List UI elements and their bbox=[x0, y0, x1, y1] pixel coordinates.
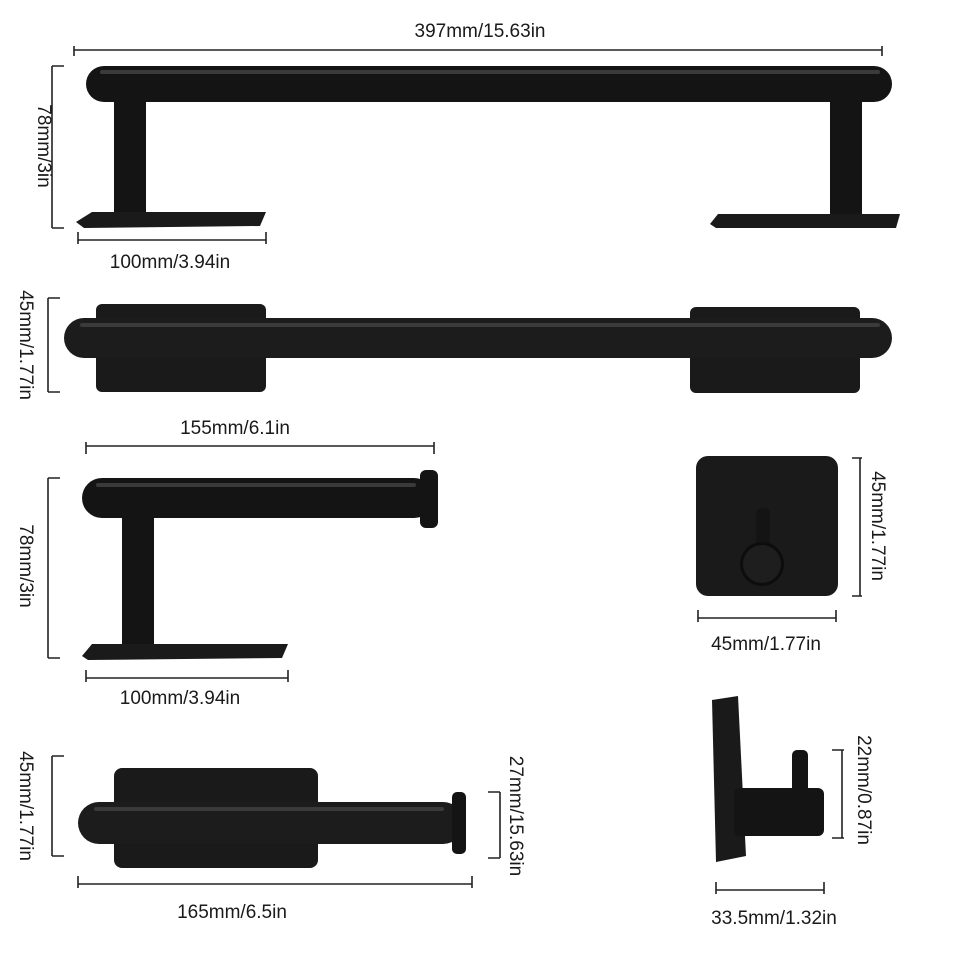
right-post bbox=[830, 96, 862, 222]
paper-holder-front-width-label: 165mm/6.5in bbox=[177, 902, 287, 923]
towel-bar-rod bbox=[86, 66, 892, 102]
dim-78-mid: 78mm/3in bbox=[15, 477, 60, 659]
holder-front-rod bbox=[78, 802, 464, 844]
towel-bar-top-height-label: 78mm/3in bbox=[33, 104, 54, 187]
right-base-plate bbox=[710, 214, 900, 228]
hook-knob-face bbox=[743, 545, 781, 583]
dim-78-top: 78mm/3in bbox=[33, 65, 64, 229]
arm-highlight bbox=[96, 483, 416, 487]
left-base-plate bbox=[76, 212, 266, 228]
dim-100-mid: 100mm/3.94in bbox=[85, 670, 289, 709]
paper-holder-front-height-label: 45mm/1.77in bbox=[15, 751, 36, 861]
paper-holder-front-view bbox=[78, 768, 466, 868]
hook-side-plate bbox=[712, 696, 746, 862]
front-rod-highlight bbox=[80, 323, 880, 327]
holder-arm bbox=[82, 478, 434, 518]
hook-side-view bbox=[712, 696, 824, 862]
dim-45-paper: 45mm/1.77in bbox=[15, 751, 64, 861]
paper-holder-side-height-label: 78mm/3in bbox=[15, 524, 36, 607]
left-post bbox=[114, 100, 146, 222]
hook-side-arm bbox=[734, 788, 824, 836]
dim-100-top: 100mm/3.94in bbox=[77, 232, 267, 273]
hook-side-tip bbox=[792, 750, 808, 794]
dim-33: 33.5mm/1.32in bbox=[711, 882, 837, 929]
towel-bar-front-height-label: 45mm/1.77in bbox=[15, 290, 36, 400]
dim-397: 397mm/15.63in bbox=[73, 21, 883, 56]
front-towel-rod bbox=[64, 318, 892, 358]
paper-holder-side-view bbox=[82, 470, 438, 660]
towel-bar-side-view bbox=[76, 66, 900, 228]
hook-front-width-label: 45mm/1.77in bbox=[711, 634, 821, 655]
paper-holder-side-base-label: 100mm/3.94in bbox=[120, 688, 240, 709]
hook-front-height-label: 45mm/1.77in bbox=[867, 471, 888, 581]
holder-front-cap bbox=[452, 792, 466, 854]
paper-holder-front-bar-label: 27mm/15.63in bbox=[505, 756, 526, 876]
dim-155: 155mm/6.1in bbox=[85, 418, 435, 454]
dim-22: 22mm/0.87in bbox=[832, 735, 874, 845]
paper-holder-side-width-label: 155mm/6.1in bbox=[180, 418, 290, 439]
towel-bar-top-width-label: 397mm/15.63in bbox=[415, 21, 546, 42]
holder-front-highlight bbox=[94, 807, 444, 811]
holder-post bbox=[122, 516, 154, 644]
hook-front-view bbox=[696, 456, 838, 596]
rod-highlight bbox=[100, 70, 880, 74]
dim-45-towel: 45mm/1.77in bbox=[15, 290, 60, 400]
dim-165: 165mm/6.5in bbox=[77, 876, 473, 923]
dim-45-hook-h: 45mm/1.77in bbox=[852, 457, 888, 597]
towel-bar-front-view bbox=[64, 304, 892, 393]
holder-end-cap bbox=[420, 470, 438, 528]
dim-27: 27mm/15.63in bbox=[488, 756, 526, 876]
hook-side-height-label: 22mm/0.87in bbox=[853, 735, 874, 845]
towel-bar-top-base-label: 100mm/3.94in bbox=[110, 252, 230, 273]
hook-stem bbox=[756, 508, 770, 552]
hook-side-width-label: 33.5mm/1.32in bbox=[711, 908, 837, 929]
dim-45-hook-w: 45mm/1.77in bbox=[697, 610, 837, 655]
holder-base-plate bbox=[82, 644, 288, 660]
